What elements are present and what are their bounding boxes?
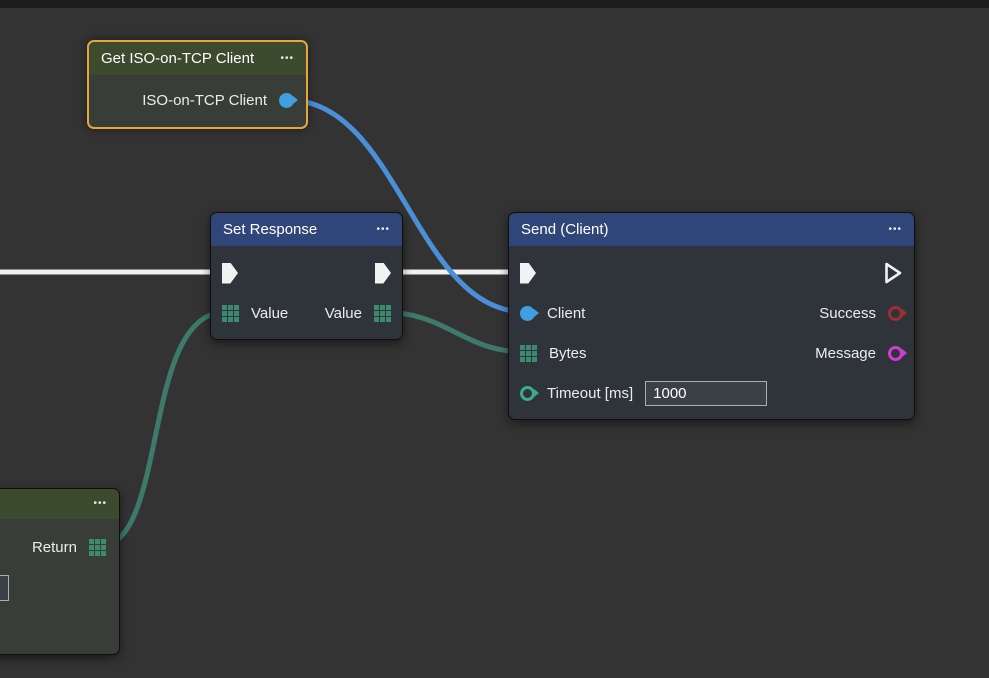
node-menu-button[interactable]: •••	[280, 52, 294, 64]
canvas-top-edge	[0, 0, 989, 8]
exec-output-pin-icon[interactable]	[884, 261, 903, 285]
node-title: Send (Client)	[521, 221, 609, 238]
value-input-port-icon[interactable]	[222, 304, 239, 322]
node-title: Get ISO-on-TCP Client	[101, 50, 255, 67]
exec-row	[509, 253, 914, 293]
node-return[interactable]: ••• Return	[0, 488, 120, 655]
message-output-label: Message	[815, 344, 876, 362]
wire-client[interactable]	[286, 97, 527, 315]
node-set-response[interactable]: Set Response ••• Value Value	[210, 212, 403, 340]
exec-row	[211, 253, 402, 293]
timeout-row: Timeout [ms]	[509, 373, 914, 413]
value-output-port-icon[interactable]	[374, 304, 391, 322]
bytes-message-row: Bytes Message	[509, 333, 914, 373]
message-output-port-icon[interactable]	[888, 345, 903, 361]
wire-return-to-value[interactable]	[97, 309, 227, 550]
success-output-label: Success	[819, 304, 876, 322]
bytes-input-label: Bytes	[549, 344, 587, 362]
bytes-input-port-icon[interactable]	[520, 344, 537, 362]
exec-output-pin-icon[interactable]	[375, 262, 391, 284]
success-output-port-icon[interactable]	[888, 305, 903, 321]
return-output-label: Return	[31, 538, 77, 556]
exec-input-pin-icon[interactable]	[222, 262, 238, 284]
value-row: Value Value	[211, 293, 402, 333]
node-send-client[interactable]: Send (Client) ••• Client Success Bytes	[508, 212, 915, 420]
timeout-input-port-icon[interactable]	[520, 385, 535, 401]
client-input-label: Client	[547, 304, 586, 322]
node-header[interactable]: •••	[0, 489, 119, 519]
node-menu-button[interactable]: •••	[376, 223, 390, 235]
return-value-input[interactable]	[0, 575, 9, 601]
timeout-value-input[interactable]	[645, 380, 768, 406]
client-success-row: Client Success	[509, 293, 914, 333]
value-input-label: Value	[251, 304, 289, 322]
node-header[interactable]: Send (Client) •••	[509, 213, 914, 246]
node-menu-button[interactable]: •••	[93, 498, 107, 509]
output-row: ISO-on-TCP Client	[89, 77, 306, 123]
return-row: Return	[0, 527, 119, 567]
node-title: Set Response	[223, 221, 318, 238]
node-header[interactable]: Set Response •••	[211, 213, 402, 246]
iso-client-output-port-icon[interactable]	[279, 92, 294, 108]
timeout-input-label: Timeout [ms]	[547, 384, 634, 402]
node-get-iso-on-tcp-client[interactable]: Get ISO-on-TCP Client ••• ISO-on-TCP Cli…	[87, 40, 308, 129]
node-menu-button[interactable]: •••	[888, 223, 902, 235]
client-input-port-icon[interactable]	[520, 305, 535, 321]
iso-client-output-label: ISO-on-TCP Client	[142, 91, 267, 109]
value-output-label: Value	[324, 304, 362, 322]
node-header[interactable]: Get ISO-on-TCP Client •••	[89, 42, 306, 75]
return-output-port-icon[interactable]	[89, 538, 106, 556]
exec-input-pin-icon[interactable]	[520, 262, 536, 284]
wire-value-to-bytes[interactable]	[381, 309, 527, 355]
